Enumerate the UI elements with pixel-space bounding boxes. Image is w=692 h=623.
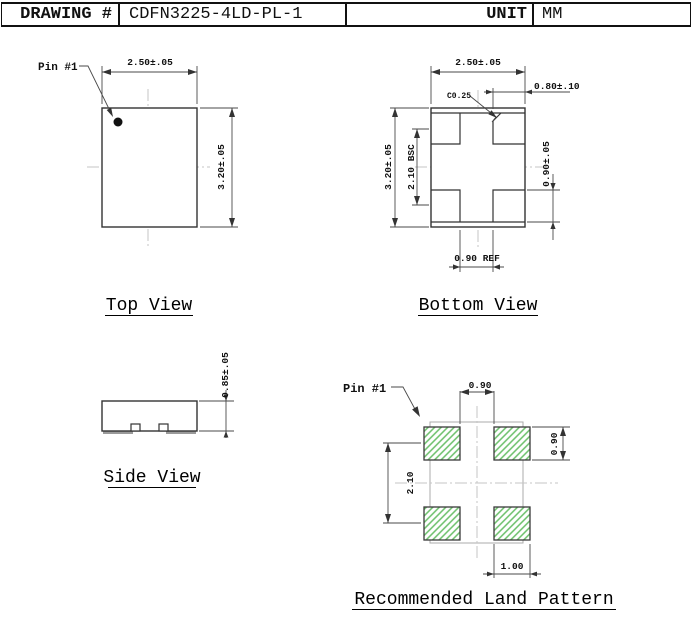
drawing-number-label: DRAWING # xyxy=(20,5,112,24)
top-view-body xyxy=(101,107,198,228)
top-view-extension-lines xyxy=(101,66,238,228)
bottom-pitch-dim: 2.10 BSC xyxy=(406,144,417,190)
unit-value: MM xyxy=(542,5,563,24)
land-pad-top-left xyxy=(423,426,461,461)
land-pad-width-dim: 1.00 xyxy=(501,561,524,572)
land-gap-dim: 0.90 xyxy=(469,380,492,391)
land-pad-width-arrow-left xyxy=(487,571,494,577)
pin1-leader-line xyxy=(79,65,112,114)
pin1-dot xyxy=(113,117,123,127)
land-pad-bottom-right xyxy=(493,506,531,541)
land-pad-top-right xyxy=(493,426,531,461)
bottom-width-dim: 2.50±.05 xyxy=(455,57,501,68)
pad-gap-arrow-right xyxy=(493,264,500,270)
land-pattern-title: Recommended Land Pattern xyxy=(354,590,613,610)
pad-height-arrow-bottom xyxy=(550,222,556,229)
pad-height-arrow-top xyxy=(550,183,556,190)
bottom-view-title: Bottom View xyxy=(419,296,538,316)
bottom-view-extension-lines xyxy=(390,66,560,272)
drawing-number-value: CDFN3225-4LD-PL-1 xyxy=(129,5,303,24)
top-view-title: Top View xyxy=(106,296,193,316)
land-pad-bottom-left xyxy=(423,506,461,541)
unit-label: UNIT xyxy=(486,5,527,24)
bottom-view: 2.50±.05 0.80±.10 C0.25 3.20±.05 2.10 BS… xyxy=(383,57,580,317)
chamfer-leader-arrowhead xyxy=(488,110,497,118)
unit-value-cell: MM xyxy=(534,4,690,25)
bottom-height-dim: 3.20±.05 xyxy=(383,144,394,190)
land-pin1-leader-line xyxy=(391,386,417,412)
land-pin1-leader-arrowhead xyxy=(412,406,420,417)
land-pitch-dim: 2.10 xyxy=(405,471,416,494)
bottom-pad-width-dim: 0.80±.10 xyxy=(534,81,580,92)
bottom-view-pad-edges xyxy=(431,112,525,223)
pin1-leader-arrowhead xyxy=(106,107,113,117)
unit-label-cell: UNIT xyxy=(347,4,534,25)
side-pad-strip-right xyxy=(166,431,196,434)
top-width-dim: 2.50±.05 xyxy=(127,57,173,68)
drawing-number-label-cell: DRAWING # xyxy=(2,4,120,25)
side-view-extension-lines xyxy=(199,400,234,432)
top-pin1-label: Pin #1 xyxy=(38,62,78,74)
side-view-body xyxy=(101,400,198,432)
side-view-title: Side View xyxy=(103,468,200,488)
top-view: 2.50±.05 3.20±.05 Pin #1 Top View xyxy=(38,57,238,317)
bottom-pad-height-dim: 0.90±.05 xyxy=(541,141,552,187)
land-pad-width-arrow-right xyxy=(530,571,537,577)
side-view: 0.85±.05 Side View xyxy=(101,352,234,489)
land-centerlines xyxy=(395,406,558,560)
bottom-view-body xyxy=(430,107,526,228)
side-pad-strip-left xyxy=(103,431,133,434)
pad-width-arrow-left xyxy=(486,89,493,95)
land-pattern: 0.90 0.90 2.10 1.00 Pin #1 Recommended L… xyxy=(343,380,616,611)
drawing-number-value-cell: CDFN3225-4LD-PL-1 xyxy=(120,4,347,25)
title-block: DRAWING # CDFN3225-4LD-PL-1 UNIT MM xyxy=(1,2,691,27)
top-height-dim: 3.20±.05 xyxy=(216,144,227,190)
land-extension-lines xyxy=(383,391,570,578)
land-pad-height-dim: 0.90 xyxy=(549,432,560,455)
side-terminal-right xyxy=(158,423,169,432)
side-terminal-left xyxy=(130,423,141,432)
pad-width-arrow-right xyxy=(525,89,532,95)
pad-gap-arrow-left xyxy=(453,264,460,270)
bottom-pad-gap-dim: 0.90 REF xyxy=(454,253,500,264)
side-height-arrow-bottom xyxy=(223,431,229,438)
land-pin1-label: Pin #1 xyxy=(343,382,386,396)
bottom-chamfer-dim: C0.25 xyxy=(447,92,471,101)
side-height-dim: 0.85±.05 xyxy=(220,352,231,398)
side-height-arrow-top xyxy=(223,394,229,401)
